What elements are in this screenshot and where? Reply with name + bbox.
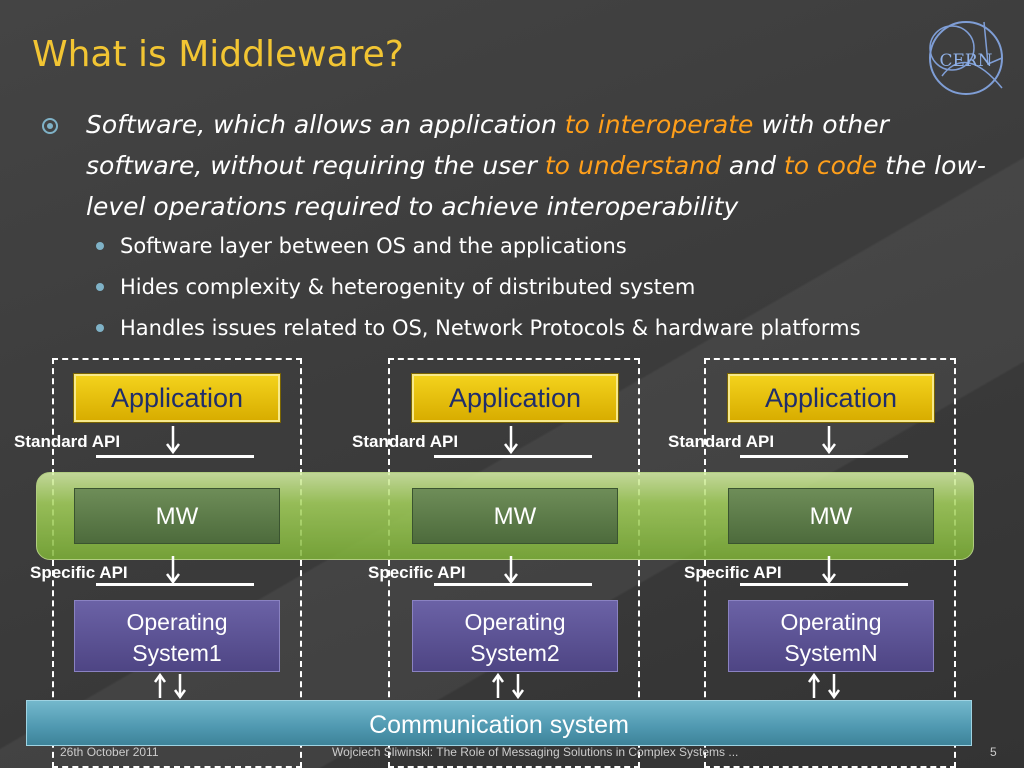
api-line — [96, 583, 254, 586]
application-box-3: Application — [727, 373, 935, 423]
footer-page-number: 5 — [990, 745, 997, 759]
sub-bullet: Software layer between OS and the applic… — [92, 230, 992, 271]
highlight-understand: to understand — [544, 151, 721, 180]
sub-bullet-text: Handles issues related to OS, Network Pr… — [120, 316, 861, 340]
application-box-1: Application — [73, 373, 281, 423]
api-line — [740, 455, 908, 458]
sub-bullet-text: Hides complexity & heterogenity of distr… — [120, 275, 696, 299]
main-bullet-part: with other software, without requiring t… — [86, 110, 889, 180]
dot-icon — [96, 324, 104, 332]
os-label-line: System2 — [470, 640, 560, 666]
highlight-code: to code — [783, 151, 878, 180]
mw-box-3: MW — [728, 488, 934, 544]
main-bullet-part: and — [720, 151, 784, 180]
bidirectional-arrow-icon — [153, 672, 187, 700]
down-arrow-icon — [504, 556, 518, 585]
api-line — [434, 455, 592, 458]
cern-logo: CERN — [929, 21, 1003, 95]
application-box-2: Application — [411, 373, 619, 423]
down-arrow-icon — [166, 426, 180, 455]
down-arrow-icon — [504, 426, 518, 455]
api-line — [434, 583, 592, 586]
standard-api-label-2: Standard API — [352, 432, 459, 451]
standard-api-label-1: Standard API — [14, 432, 121, 451]
standard-api-label-3: Standard API — [668, 432, 775, 451]
os-label-line: System1 — [132, 640, 222, 666]
sub-bullet: Handles issues related to OS, Network Pr… — [92, 312, 992, 353]
footer-date: 26th October 2011 — [60, 745, 159, 759]
api-line — [96, 455, 254, 458]
api-line — [740, 583, 908, 586]
os-label-line: Operating — [464, 609, 566, 635]
bidirectional-arrow-icon — [491, 672, 525, 700]
mw-box-2: MW — [412, 488, 618, 544]
down-arrow-icon — [822, 556, 836, 585]
specific-api-label-3: Specific API — [684, 563, 782, 582]
slide-title: What is Middleware? — [32, 34, 404, 75]
node-boundary-3 — [704, 358, 956, 768]
bidirectional-arrow-icon — [807, 672, 841, 700]
specific-api-label-2: Specific API — [368, 563, 466, 582]
down-arrow-icon — [166, 556, 180, 585]
main-bullet-part: Software, which allows an application — [86, 110, 565, 139]
specific-api-label-1: Specific API — [30, 563, 128, 582]
node-boundary-2 — [388, 358, 640, 768]
communication-system-bar: Communication system — [26, 700, 972, 746]
sub-bullet-text: Software layer between OS and the applic… — [120, 234, 627, 258]
bullet-marker-icon — [42, 118, 58, 134]
node-boundary-1 — [52, 358, 302, 768]
sub-bullet-list: Software layer between OS and the applic… — [92, 230, 992, 353]
down-arrow-icon — [822, 426, 836, 455]
mw-box-1: MW — [74, 488, 280, 544]
os-label-line: Operating — [126, 609, 228, 635]
main-bullet-part: the low-level operations required to ach… — [86, 151, 986, 221]
main-bullet-text: Software, which allows an application to… — [48, 104, 998, 227]
sub-bullet: Hides complexity & heterogenity of distr… — [92, 271, 992, 312]
cern-logo-text: CERN — [939, 51, 992, 71]
footer-author: Wojciech Sliwinski: The Role of Messagin… — [332, 745, 739, 759]
highlight-interoperate: to interoperate — [564, 110, 754, 139]
os-label-line: Operating — [780, 609, 882, 635]
dot-icon — [96, 283, 104, 291]
os-label-line: SystemN — [784, 640, 878, 666]
dot-icon — [96, 242, 104, 250]
main-bullet: Software, which allows an application to… — [42, 104, 998, 227]
